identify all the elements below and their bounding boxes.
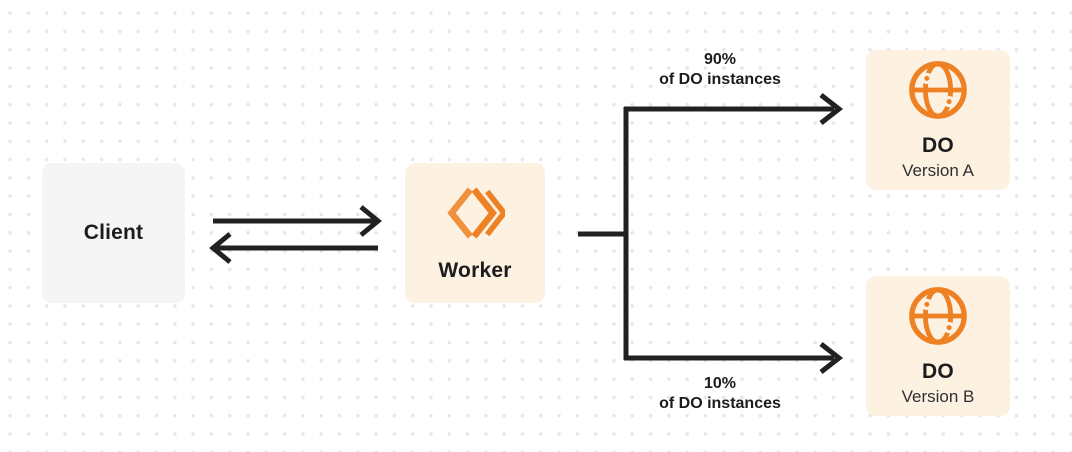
workers-logo-icon [447,187,505,239]
edge-label-10-caption: of DO instances [659,394,781,412]
do-b-subtitle: Version B [901,387,975,406]
client-node: Client [42,163,185,303]
edge-label-10-value: 10% [703,375,737,392]
do-version-b-node: DO Version B [866,276,1010,416]
edge-label-90-percent: 90% of DO instances [620,50,820,89]
edge-label-90-value: 90% [703,51,737,68]
edge-label-10-percent: 10% of DO instances [620,374,820,413]
client-label: Client [83,221,144,244]
worker-label: Worker [438,259,512,282]
worker-node: Worker [405,163,545,303]
client-to-worker-arrow [213,205,382,237]
do-b-title: DO [922,360,954,383]
branch-arrow-10 [624,342,844,374]
do-a-subtitle: Version A [902,161,974,180]
branch-arrow-90 [624,93,844,125]
worker-to-client-arrow [209,232,378,264]
globe-icon [909,61,967,119]
globe-icon [909,287,967,345]
do-a-title: DO [922,134,954,157]
edge-label-90-caption: of DO instances [659,70,781,88]
branch-line [578,107,629,360]
do-version-a-node: DO Version A [866,50,1010,190]
